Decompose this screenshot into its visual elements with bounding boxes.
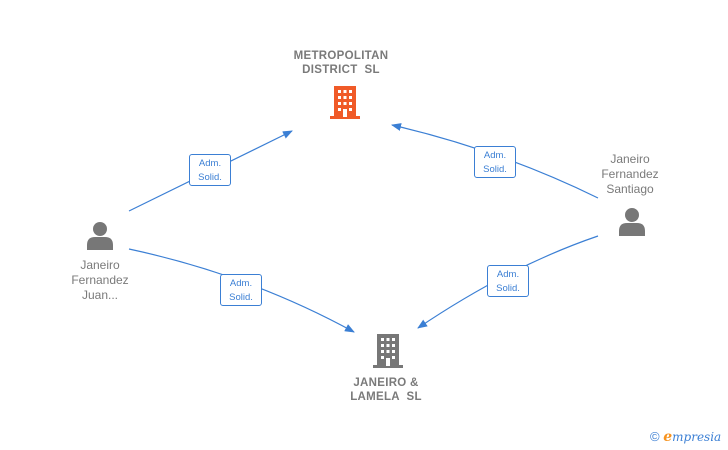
person-label-santiago[interactable]: Janeiro Fernandez Santiago (575, 152, 685, 197)
edge-label-line-1: Adm. (229, 278, 253, 289)
building-icon-janeiro-lamela (373, 334, 403, 368)
edge-label-juan-janeiro-lamela: Adm. Solid. (220, 274, 262, 306)
edge-label-line-2: Solid. (496, 283, 520, 294)
company-label-metropolitan[interactable]: METROPOLITAN DISTRICT SL (271, 49, 411, 77)
person-icon-juan (87, 222, 113, 250)
brand-logo-e: e (663, 429, 673, 445)
person-name-line-1: Janeiro (610, 152, 650, 166)
edge-label-line-1: Adm. (483, 150, 507, 161)
edge-label-line-1: Adm. (496, 269, 520, 280)
company-name-line-2: DISTRICT SL (302, 64, 380, 76)
brand-logo: empresia (663, 429, 722, 445)
person-icon-santiago (619, 208, 645, 236)
person-name-line-2: Fernandez (71, 273, 129, 287)
person-name-line-1: Janeiro (80, 258, 120, 272)
edge-label-line-2: Solid. (229, 292, 253, 303)
company-name-line-2: LAMELA SL (350, 391, 422, 403)
person-name-line-3: Santiago (606, 182, 654, 196)
company-name-line-1: METROPOLITAN (293, 50, 389, 62)
empresia-watermark[interactable]: © empresia (650, 429, 721, 445)
edge-label-santiago-janeiro-lamela: Adm. Solid. (487, 265, 529, 297)
brand-logo-text: mpresia (672, 430, 722, 444)
building-icon-metropolitan (330, 86, 360, 119)
edge-label-line-2: Solid. (483, 164, 507, 175)
person-label-juan[interactable]: Janeiro Fernandez Juan... (45, 258, 155, 303)
company-label-janeiro-lamela[interactable]: JANEIRO & LAMELA SL (316, 376, 456, 404)
edge-label-line-1: Adm. (198, 158, 222, 169)
person-name-line-2: Fernandez (601, 167, 659, 181)
edge-label-juan-metropolitan: Adm. Solid. (189, 154, 231, 186)
copyright-symbol: © (650, 429, 660, 444)
edge-label-line-2: Solid. (198, 172, 222, 183)
company-name-line-1: JANEIRO & (353, 377, 419, 389)
person-name-line-3: Juan... (81, 288, 119, 302)
edge-label-santiago-metropolitan: Adm. Solid. (474, 146, 516, 178)
